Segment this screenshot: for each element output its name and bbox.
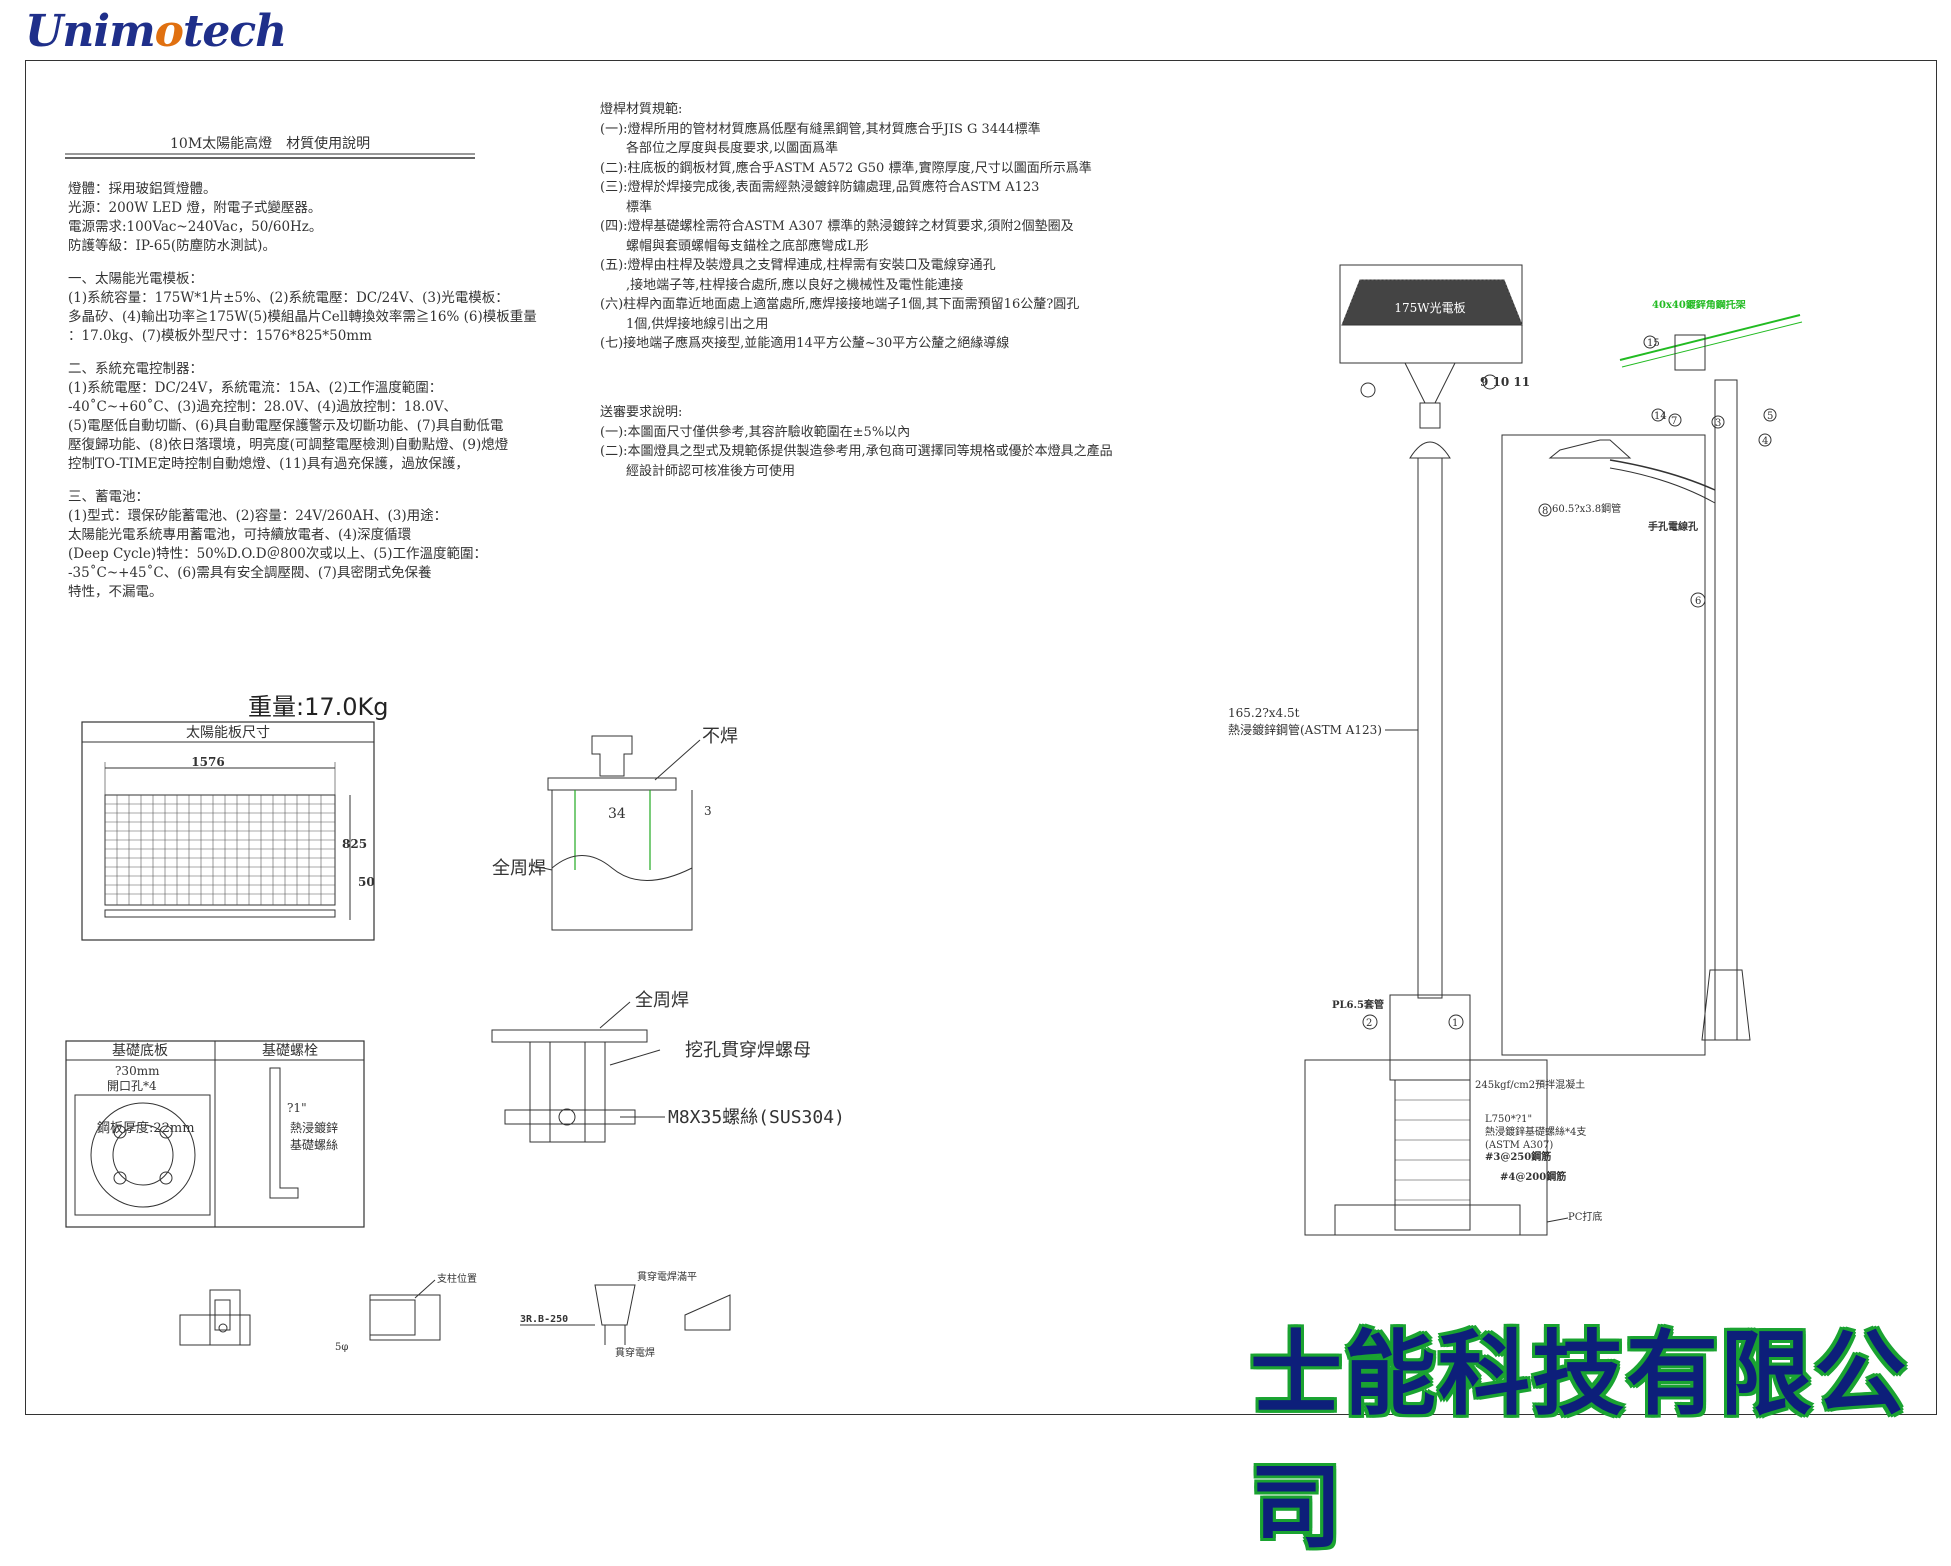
callout-15: 15 <box>1647 338 1660 349</box>
bolt-size-label: ?1" <box>287 1101 307 1115</box>
small-details: 支柱位置 5φ 3R.B-250 貫穿電焊滿平 貫穿電焊 <box>179 1270 731 1359</box>
pc-base-label: PC打底 <box>1568 1210 1602 1223</box>
drawing-frame <box>25 60 1937 1415</box>
spec-charge-controller: 二、系統充電控制器： (1)系統電壓：DC/24V，系統電流：15A、(2)工作… <box>68 361 509 472</box>
logo-text-part3: tech <box>183 6 287 57</box>
pole-side-view-drawing: 40x40鍍鋅角鋼托架 8 60.5?x3.8鋼管 手孔電線孔 6 15 14 … <box>1501 300 1803 1056</box>
document-title: 10M太陽能高燈 材質使用說明 <box>170 136 371 152</box>
base-plate-title: 基礎底板 <box>112 1042 168 1059</box>
full-weld-label: 全周焊 <box>492 858 546 879</box>
panel-width-dim: 1576 <box>191 755 224 769</box>
pl-sleeve-label: PL6.5套管 <box>1332 998 1384 1011</box>
title-underline <box>65 153 475 159</box>
callout-8: 8 <box>1542 506 1548 517</box>
callout-6: 6 <box>1695 596 1701 607</box>
detail-label-5phi: 5φ <box>335 1342 348 1353</box>
bolt-spec-label: M8X35螺絲(SUS304) <box>668 1107 845 1128</box>
full-weld-label-2: 全周焊 <box>635 990 689 1011</box>
callout-3: 3 <box>1715 418 1721 429</box>
arm-spec: 60.5?x3.8鋼管 <box>1552 502 1621 515</box>
panel-thickness-dim: 50 <box>358 875 375 889</box>
company-logo: Unimotech <box>25 6 287 57</box>
detail-label-weld-flat: 貫穿電焊滿平 <box>637 1270 697 1283</box>
plate-thickness-label: 鋼板厚度:22mm <box>97 1120 195 1136</box>
company-name: 士能科技有限公司 <box>1250 1321 1909 1561</box>
top-weld-detail: 不焊 34 3 全周焊 <box>492 726 738 931</box>
pole-elevation-drawing: 175W光電板 9 10 11 1 2 PL6.5套管 165.2?x4.5t … <box>1228 264 1602 1236</box>
callout-5: 5 <box>1767 411 1773 422</box>
detail-label-rebar: 3R.B-250 <box>520 1314 568 1325</box>
rebar-label-2: #4@200鋼筋 <box>1500 1170 1566 1183</box>
dim-34: 34 <box>608 806 626 822</box>
bolt-galv-label-2: 基礎螺絲 <box>290 1137 338 1152</box>
callout-2: 2 <box>1366 1018 1372 1029</box>
detail-label-pole-pos: 支柱位置 <box>437 1272 477 1285</box>
foundation-detail-table: 基礎底板 基礎螺栓 ?30mm 開口孔*4 鋼板厚度:22mm ?1" 熱浸鍍鋅… <box>65 1040 365 1228</box>
base-bolt-title: 基礎螺栓 <box>262 1042 318 1059</box>
spec-solar-panel: 一、太陽能光電模板： (1)系統容量：175W*1片±5%、(2)系統電壓：DC… <box>68 271 537 344</box>
spec-lamp-body: 燈體：採用玻鋁質燈體。 光源：200W LED 燈，附電子式變壓器。 電源需求:… <box>68 181 323 254</box>
logo-flower-o: o <box>154 6 184 57</box>
bracket-label: 40x40鍍鋅角鋼托架 <box>1652 300 1746 311</box>
no-weld-label: 不焊 <box>702 726 738 747</box>
callout-7: 7 <box>1671 416 1677 427</box>
pole-panel-label: 175W光電板 <box>1394 301 1465 315</box>
bolt-foundation-spec: L750*?1" <box>1485 1114 1532 1125</box>
drill-nut-label: 挖孔貫穿焊螺母 <box>685 1040 811 1061</box>
pipe-spec: 165.2?x4.5t <box>1228 706 1300 720</box>
pipe-spec-2: 熱浸鍍鋅鋼管(ASTM A123) <box>1228 722 1382 737</box>
concrete-label: 245kgf/cm2預拌混凝土 <box>1475 1078 1585 1091</box>
callout-4: 4 <box>1762 436 1768 447</box>
callout-1: 1 <box>1452 1018 1458 1029</box>
spec-pole-material: 燈桿材質規範: (一):燈桿所用的管材材質應爲低壓有縫黑鋼管,其材質應合乎JIS… <box>600 102 1092 351</box>
plate-hole-dim: ?30mm <box>115 1064 160 1078</box>
dim-3: 3 <box>704 804 712 818</box>
spec-submission: 送審要求說明: (一):本圖面尺寸僅供參考,其容許驗收範圍在±5%以內 (二):… <box>600 405 1113 479</box>
solar-panel-size-drawing: 太陽能板尺寸 1576 825 50 <box>81 721 375 941</box>
bolt-galv-label-1: 熱浸鍍鋅 <box>290 1120 338 1135</box>
panel-size-title: 太陽能板尺寸 <box>186 725 270 741</box>
detail-label-weld: 貫穿電焊 <box>615 1346 655 1359</box>
spec-battery: 三、蓄電池： (1)型式：環保矽能蓄電池、(2)容量：24V/260AH、(3)… <box>68 489 488 600</box>
logo-text-part1: Unim <box>25 6 156 57</box>
bolt-foundation-spec-3: (ASTM A307) <box>1485 1140 1553 1151</box>
hand-hole-label: 手孔電線孔 <box>1648 520 1698 533</box>
panel-weight-label: 重量:17.0Kg <box>248 693 389 721</box>
callout-14: 14 <box>1654 411 1667 422</box>
bolt-weld-detail: 全周焊 挖孔貫穿焊螺母 M8X35螺絲(SUS304) <box>491 990 845 1143</box>
plate-hole-count: 開口孔*4 <box>107 1079 157 1093</box>
panel-height-dim: 825 <box>342 837 367 851</box>
callout-9-10-11: 9 10 11 <box>1480 375 1530 389</box>
bolt-foundation-spec-2: 熱浸鍍鋅基礎螺絲*4支 <box>1485 1125 1586 1138</box>
rebar-label-1: #3@250鋼筋 <box>1485 1150 1551 1163</box>
